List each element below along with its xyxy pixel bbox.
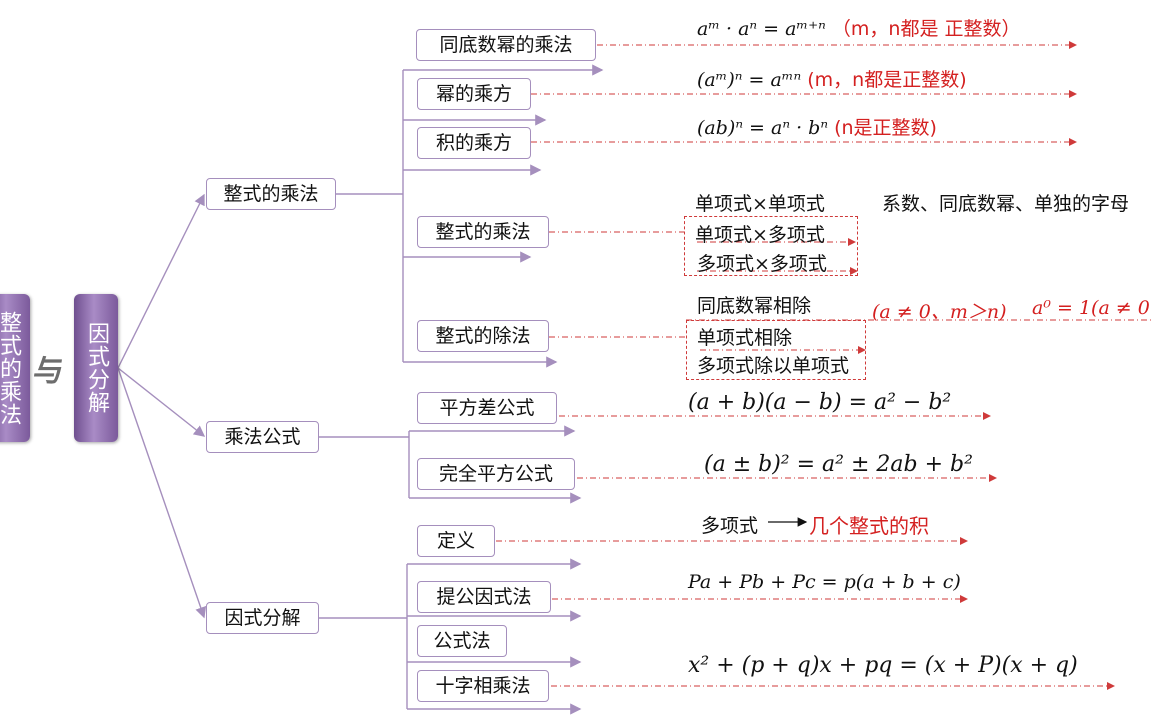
formula-power-of-power-note: (m，n都是正整数) <box>807 69 967 91</box>
root-connector-yu: 与 <box>31 354 66 389</box>
div-condition: (a ≠ 0、m＞n) <box>872 301 1007 323</box>
node-polynomial-mult[interactable]: 整式的乘法 <box>417 216 549 248</box>
formula-power-of-product-math: (ab)ⁿ = aⁿ · bⁿ <box>697 117 829 139</box>
node-perfect-square[interactable]: 完全平方公式 <box>417 458 575 490</box>
div-type-mono: 单项式相除 <box>697 327 793 349</box>
node-power-of-power[interactable]: 幂的乘方 <box>417 78 531 110</box>
root-left-title: 整式的乘法 <box>0 310 21 426</box>
mult-type-mono-poly: 单项式×多项式 <box>695 224 825 246</box>
root-right-title: 因式分解 <box>84 322 109 414</box>
node-formula-method[interactable]: 公式法 <box>417 625 507 657</box>
formula-perfect-square: (a ± b)² = a² ± 2ab + b² <box>704 452 973 477</box>
node-square-difference[interactable]: 平方差公式 <box>417 392 557 424</box>
formula-common-factor: Pa + Pb + Pc = p(a + b + c) <box>688 571 961 593</box>
formula-cross-method: x² + (p + q)x + pq = (x + P)(x + q) <box>688 653 1078 678</box>
div-type-same-base: 同底数幂相除 <box>697 295 812 317</box>
formula-power-product-math: aᵐ · aⁿ = aᵐ⁺ⁿ <box>697 18 826 40</box>
div-zero-power: a⁰ = 1(a ≠ 0 <box>1032 297 1150 319</box>
div-type-poly-by-mono: 多项式除以单项式 <box>697 355 850 377</box>
formula-power-of-power-math: (aᵐ)ⁿ = aᵐⁿ <box>697 69 802 91</box>
formula-power-of-product-note: (n是正整数) <box>834 117 937 139</box>
formula-power-product: aᵐ · aⁿ = aᵐ⁺ⁿ （m，n都是 正整数） <box>697 14 1020 41</box>
definition-from: 多项式 <box>701 515 759 537</box>
mult-type-poly-poly: 多项式×多项式 <box>697 253 827 275</box>
div-types-bracket <box>686 320 866 380</box>
mult-note: 系数、同底数幂、单独的字母 <box>882 193 1130 215</box>
node-same-base-power-mult[interactable]: 同底数幂的乘法 <box>416 29 596 61</box>
node-common-factor[interactable]: 提公因式法 <box>417 581 551 613</box>
formula-power-product-note: （m，n都是 正整数） <box>831 18 1021 40</box>
node-cross-method[interactable]: 十字相乘法 <box>417 670 549 702</box>
formula-power-of-power: (aᵐ)ⁿ = aᵐⁿ (m，n都是正整数) <box>697 65 967 92</box>
mult-type-mono-mono: 单项式×单项式 <box>695 193 825 215</box>
branch-integral-multiplication[interactable]: 整式的乘法 <box>206 178 336 210</box>
node-power-of-product[interactable]: 积的乘方 <box>417 127 531 159</box>
node-definition[interactable]: 定义 <box>417 525 495 557</box>
definition-to: 几个整式的积 <box>809 514 929 538</box>
mult-types-bracket <box>684 216 858 276</box>
root-right-node: 因式分解 <box>74 294 118 442</box>
branch-factorization[interactable]: 因式分解 <box>206 602 319 634</box>
branch-multiplication-formulas[interactable]: 乘法公式 <box>206 421 319 453</box>
node-polynomial-div[interactable]: 整式的除法 <box>417 320 549 352</box>
formula-power-of-product: (ab)ⁿ = aⁿ · bⁿ (n是正整数) <box>697 113 937 140</box>
formula-square-difference: (a + b)(a − b) = a² − b² <box>688 390 952 415</box>
root-left-node: 整式的乘法 <box>0 294 30 442</box>
